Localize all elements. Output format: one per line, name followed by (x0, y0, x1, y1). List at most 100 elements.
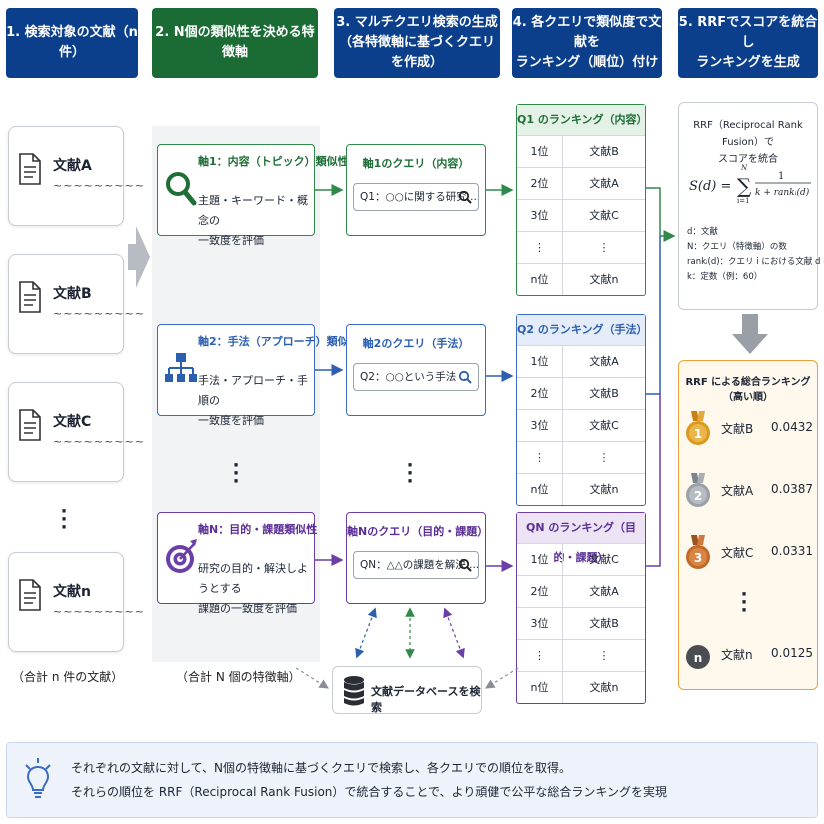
step1-header-line1: 1. 検索対象の文献（n件） (6, 25, 138, 60)
axis-title: 軸2：手法（アプローチ）類似性 (198, 335, 360, 348)
final-score: 0.0331 (771, 544, 813, 558)
step5-header-line2: ランキングを生成 (696, 55, 800, 70)
svg-text:i=1: i=1 (737, 197, 750, 205)
axis-description: 研究の目的・解決しようとする 課題の一致度を評価 (198, 559, 314, 619)
down-arrow-icon (732, 314, 768, 354)
document-icon (19, 409, 41, 441)
rank-position: n位 (517, 474, 563, 505)
step5-header-line1: 5. RRFでスコアを統合し (678, 15, 818, 50)
rankings-to-db-link (484, 667, 519, 689)
rank-position: 3位 (517, 200, 563, 231)
axis-card-method: 軸2：手法（アプローチ）類似性 手法・アプローチ・手順の 一致度を評価 (157, 324, 360, 427)
svg-text:∑: ∑ (737, 174, 752, 198)
lightbulb-icon (25, 758, 51, 798)
ranking-row: n位文献n (517, 671, 645, 703)
rrf-title-line2: スコアを統合 (718, 154, 778, 165)
rank-document: ⋮ (598, 649, 610, 662)
rank-position: ⋮ (517, 640, 563, 671)
step4-header-line1: 4. 各クエリで類似度で文献を (512, 15, 662, 50)
rank-document: 文献A (589, 355, 619, 368)
rank-document: 文献n (589, 273, 619, 286)
axes-caption: （合計 N 個の特徴軸） (176, 670, 301, 684)
document-text-placeholder: ~~~~~~~~~ (53, 605, 145, 618)
query-title: 軸2のクエリ（手法） (362, 337, 470, 350)
query-search-box[interactable]: QN：△△の課題を解決 ... (353, 551, 479, 579)
axis-description-line1: 手法・アプローチ・手順の (198, 374, 308, 407)
final-score: 0.0432 (771, 420, 813, 434)
ranking-title: Q1 のランキング（内容） (517, 105, 648, 135)
ranking-row: ⋮⋮ (517, 441, 645, 473)
rank-document: 文献A (589, 177, 619, 190)
rrf-legend-item: k：定数（例：60） (687, 272, 763, 282)
axis-description-line2: 課題の一致度を評価 (198, 602, 297, 615)
rank-document: 文献B (589, 145, 619, 158)
document-text-placeholder: ~~~~~~~~~ (53, 179, 145, 192)
database-label: 文献データベースを検索 (371, 685, 481, 714)
rank-position: 2位 (517, 168, 563, 199)
rank-position: n位 (517, 672, 563, 703)
rank-position: ⋮ (517, 232, 563, 263)
rank-document: 文献B (589, 387, 619, 400)
query-title: 軸Nのクエリ（目的・課題） (347, 525, 489, 538)
document-card-c: 文献C ~~~~~~~~~ (8, 382, 144, 482)
final-ranking-row: 3 文献C 0.0331 (685, 533, 813, 573)
footer-line-1: それぞれの文献に対して、N個の特徴軸に基づくクエリで検索し、各クエリでの順位を取… (71, 761, 572, 775)
rank-document: 文献B (589, 617, 619, 630)
query-title: 軸1のクエリ（内容） (362, 157, 470, 170)
query-db-link-1 (355, 607, 377, 659)
final-score: 0.0387 (771, 482, 813, 496)
ranking-row: ⋮⋮ (517, 231, 645, 263)
bronze-medal-icon: 3 (686, 535, 710, 569)
query-search-box[interactable]: Q2：○○という手法 ... (353, 363, 479, 391)
document-card-n: 文献n ~~~~~~~~~ (8, 552, 144, 652)
axis-card-content: 軸1：内容（トピック）類似性 主題・キーワード・概念の 一致度を評価 (157, 144, 349, 247)
step4-header: 4. 各クエリで類似度で文献を ランキング（順位）付け (512, 8, 662, 78)
final-score: 0.0125 (771, 646, 813, 660)
rank-position: 3位 (517, 410, 563, 441)
document-icon (19, 153, 41, 185)
ranking-row: 2位 文献B (517, 377, 645, 409)
step3-header: 3. マルチクエリ検索の生成 （各特徴軸に基づくクエリを作成） (334, 8, 500, 78)
rank-position: 1位 (517, 544, 563, 575)
query-card-1: 軸1のクエリ（内容） Q1：○○に関する研究 ... (346, 144, 486, 236)
medal-number: n (694, 651, 703, 665)
final-document: 文献n (721, 648, 753, 662)
document-title: 文献A (53, 158, 92, 174)
rrf-legend-item: d：文献 (687, 227, 718, 237)
ranking-table-q1: Q1 のランキング（内容） 1位文献B 2位文献A 3位文献C ⋮⋮ n位文献n (516, 104, 648, 296)
rank-document: 文献C (589, 553, 619, 566)
rank-position: 2位 (517, 378, 563, 409)
document-text-placeholder: ~~~~~~~~~ (53, 435, 145, 448)
query-text: Q1：○○に関する研究 ... (360, 191, 479, 203)
axis-description-line2: 一致度を評価 (198, 234, 264, 247)
step4-header-line2: ランキング（順位）付け (515, 55, 659, 70)
query-card-2: 軸2のクエリ（手法） Q2：○○という手法 ... (346, 324, 486, 416)
axis-description-line1: 研究の目的・解決しようとする (198, 562, 308, 595)
query-text: QN：△△の課題を解決 ... (360, 559, 479, 571)
medal-number: 3 (694, 551, 702, 565)
final-ranking-row: n 文献n 0.0125 (685, 635, 813, 675)
ranking-row: 1位文献B (517, 135, 645, 167)
ranking2-to-rrf-arrow (646, 236, 661, 395)
document-text-placeholder: ~~~~~~~~~ (53, 307, 145, 320)
document-title: 文献n (53, 584, 91, 600)
final-ranking-row: 2 文献A 0.0387 (685, 471, 813, 511)
rank-document: 文献A (589, 585, 619, 598)
final-ranking-row: 1 文献B 0.0432 (685, 409, 813, 449)
rank-position: ⋮ (517, 442, 563, 473)
gold-medal-icon: 1 (686, 411, 710, 445)
ranking-row: 1位文献A (517, 345, 645, 377)
final-document: 文献B (721, 422, 754, 436)
svg-text:1: 1 (778, 171, 784, 182)
ranking1-to-rrf-arrow (646, 187, 676, 242)
medal-number: 1 (694, 427, 702, 441)
query-search-box[interactable]: Q1：○○に関する研究 ... (353, 183, 479, 211)
document-card-b: 文献B ~~~~~~~~~ (8, 254, 144, 354)
rank-document: 文献C (589, 419, 619, 432)
magnifier-icon (166, 172, 197, 206)
step2-header-line1: 2. N個の類似性を決める特徴軸 (155, 25, 315, 60)
ranking-row: 2位文献A (517, 575, 645, 607)
svg-text:k + rankᵢ(d): k + rankᵢ(d) (755, 187, 810, 198)
axis-description: 手法・アプローチ・手順の 一致度を評価 (198, 371, 314, 431)
rank-document: ⋮ (598, 451, 610, 464)
